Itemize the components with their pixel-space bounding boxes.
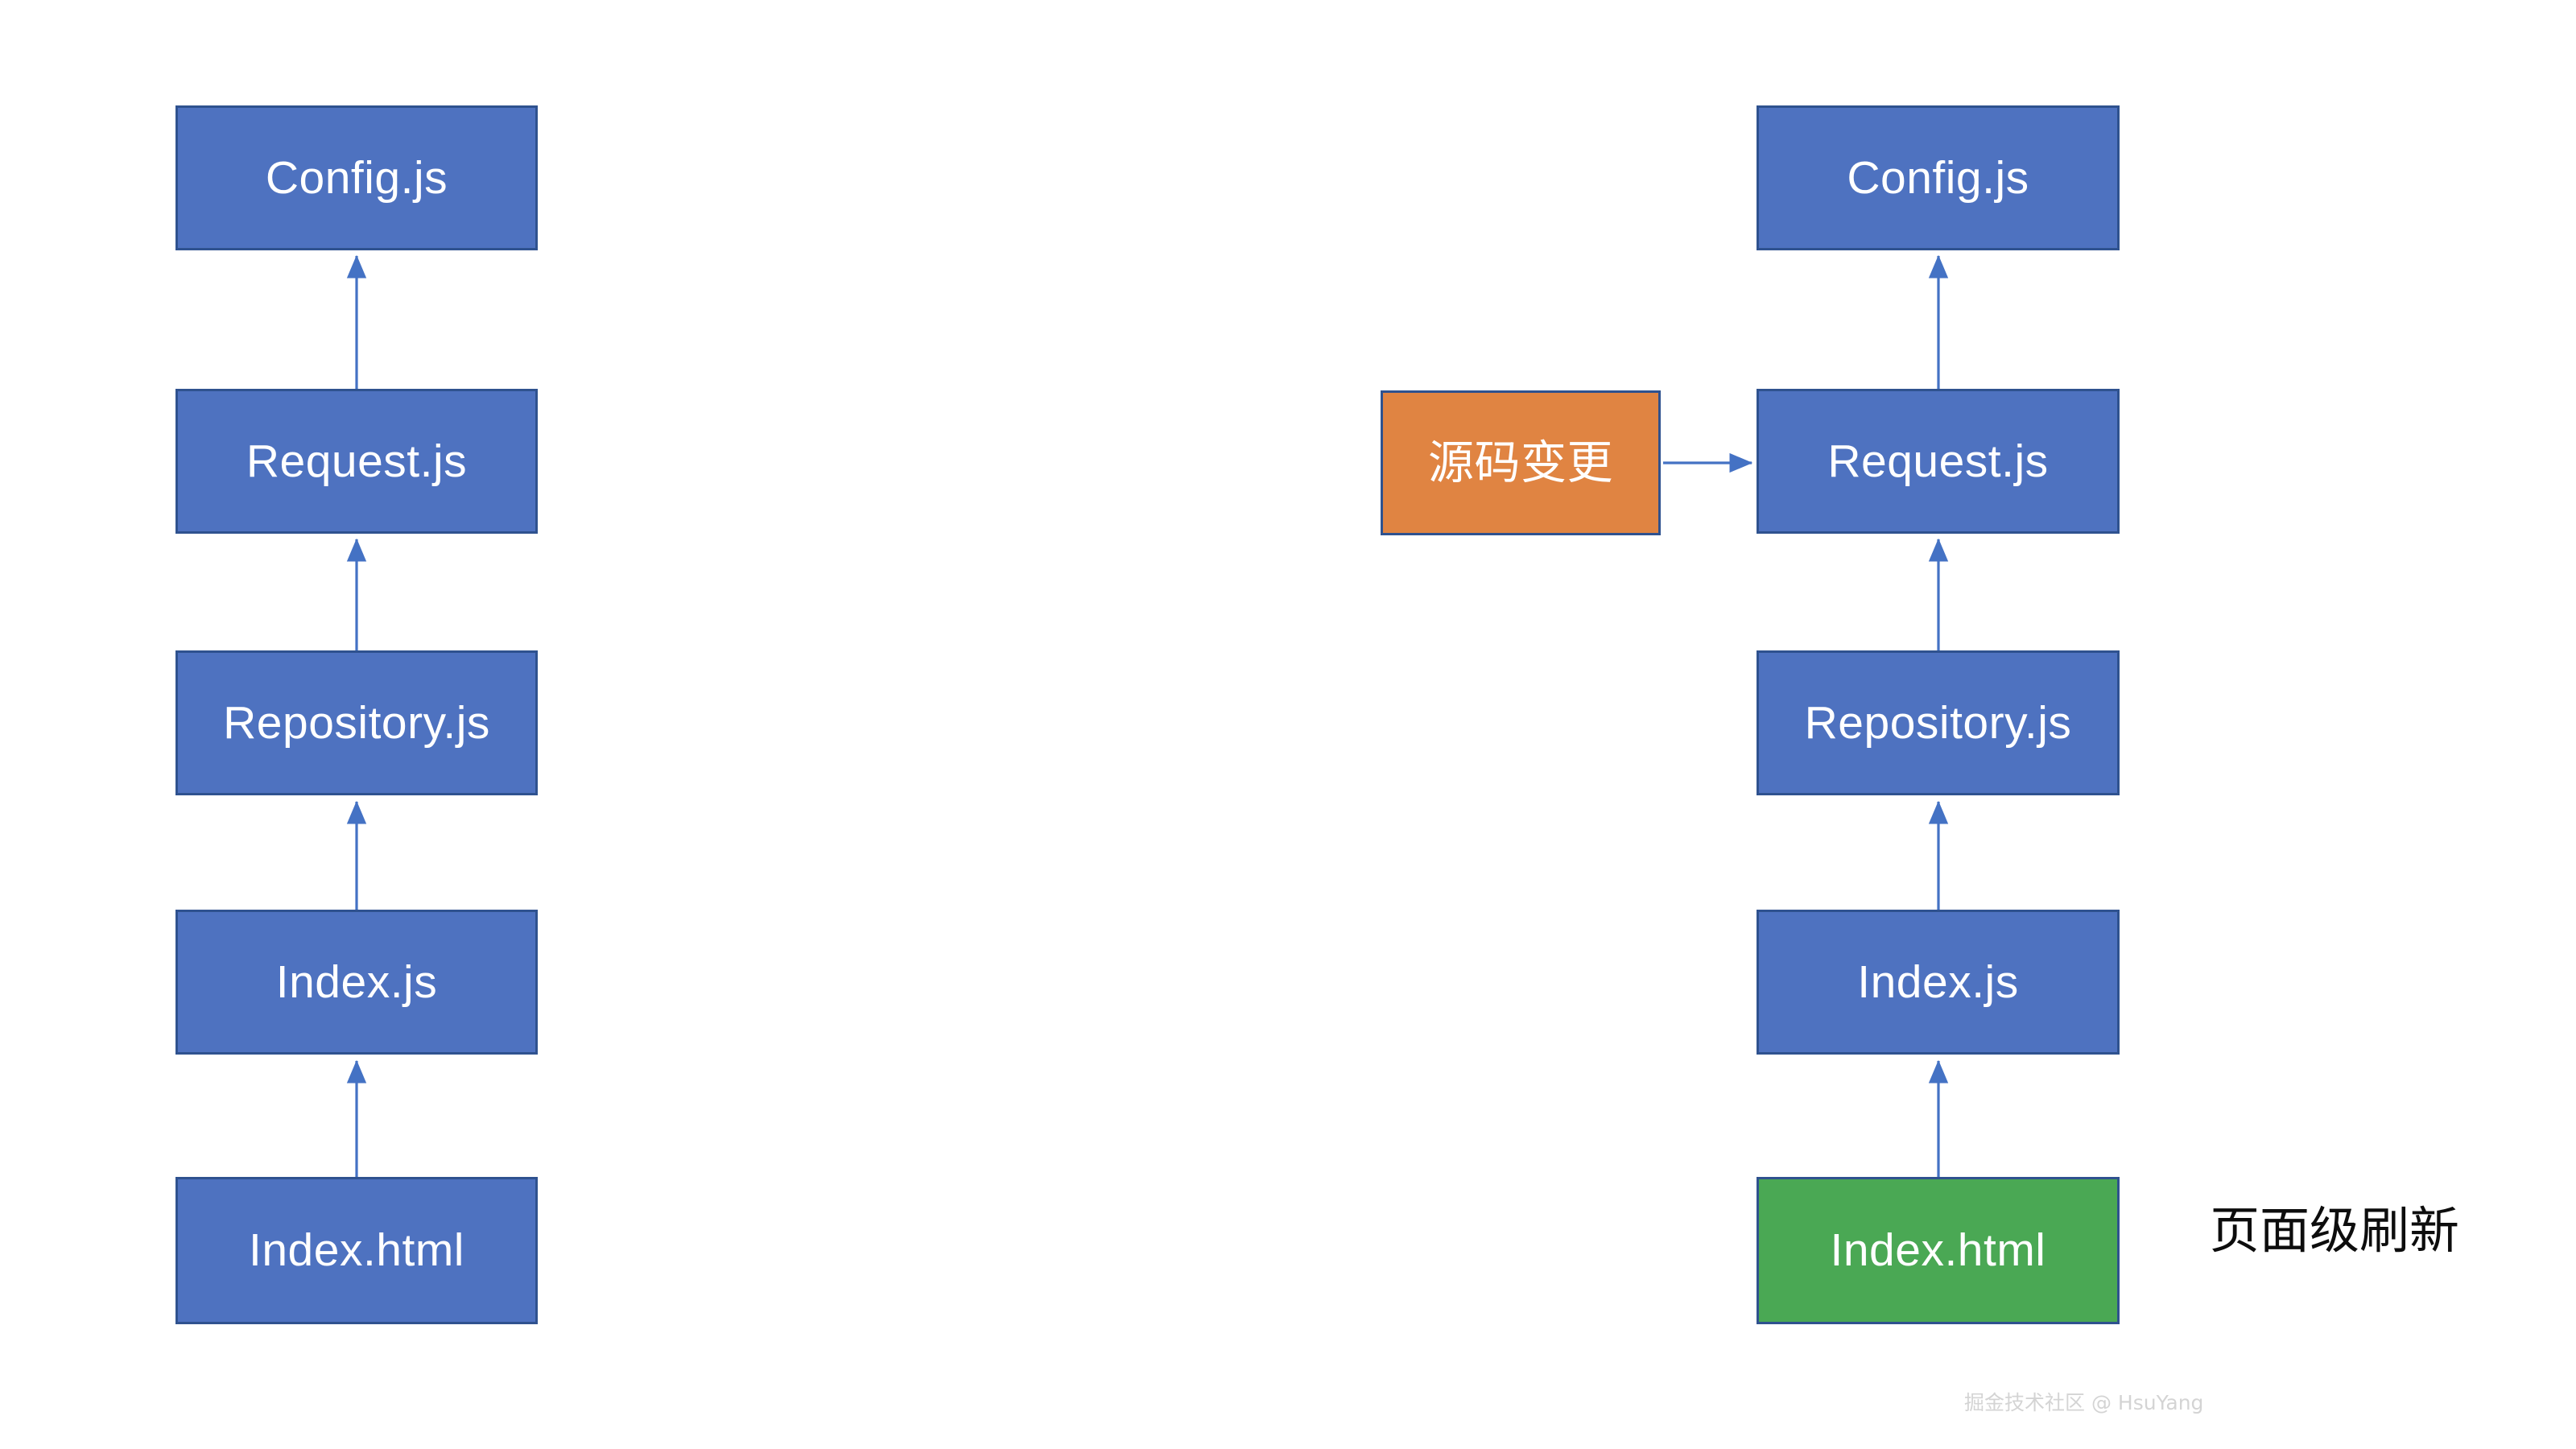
node-label: Request.js bbox=[1827, 435, 2049, 487]
node-source-code-change[interactable]: 源码变更 bbox=[1381, 390, 1661, 535]
node-label: Repository.js bbox=[1804, 696, 2072, 749]
node-index-html-right[interactable]: Index.html bbox=[1757, 1177, 2120, 1324]
node-label: Index.html bbox=[1830, 1224, 2046, 1276]
node-label: Index.js bbox=[1857, 956, 2019, 1008]
node-index-html-left[interactable]: Index.html bbox=[175, 1177, 538, 1324]
node-label: Request.js bbox=[246, 435, 468, 487]
node-index-js-left[interactable]: Index.js bbox=[175, 910, 538, 1055]
node-label: Repository.js bbox=[223, 696, 490, 749]
node-index-js-right[interactable]: Index.js bbox=[1757, 910, 2120, 1055]
watermark: 掘金技术社区 @ HsuYang bbox=[1964, 1391, 2204, 1414]
node-request-js-left[interactable]: Request.js bbox=[175, 389, 538, 534]
node-request-js-right[interactable]: Request.js bbox=[1757, 389, 2120, 534]
annotation-page-level-refresh: 页面级刷新 bbox=[2210, 1201, 2460, 1260]
node-label: Index.html bbox=[249, 1224, 464, 1276]
node-label: Index.js bbox=[275, 956, 438, 1008]
node-label: 源码变更 bbox=[1428, 436, 1613, 489]
node-repository-js-right[interactable]: Repository.js bbox=[1757, 650, 2120, 795]
node-config-js-right[interactable]: Config.js bbox=[1757, 105, 2120, 250]
node-config-js-left[interactable]: Config.js bbox=[175, 105, 538, 250]
node-label: Config.js bbox=[1847, 151, 2029, 204]
node-label: Config.js bbox=[265, 151, 448, 204]
node-repository-js-left[interactable]: Repository.js bbox=[175, 650, 538, 795]
